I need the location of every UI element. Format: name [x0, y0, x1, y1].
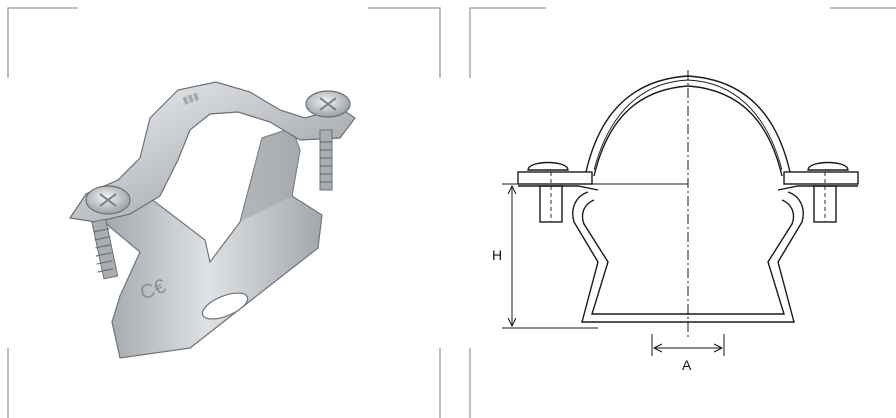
- frame-corner-top-left: [7, 7, 78, 78]
- clamp-upper-arch: [68, 81, 356, 223]
- width-dimension: [651, 334, 725, 356]
- left-screw: [85, 185, 131, 280]
- pipe-clamp-photo: C€ ▮▮▮: [7, 7, 441, 418]
- frame-corner-top-right: [368, 7, 441, 78]
- frame-corner-top-left: [469, 7, 546, 78]
- technical-drawing-panel: H A: [448, 0, 896, 418]
- pipe-clamp-technical-drawing: H A: [469, 7, 896, 418]
- mounting-slot: [201, 292, 249, 320]
- product-photo-panel: C€ ▮▮▮: [7, 7, 441, 418]
- arch-emboss: ▮▮▮: [181, 91, 200, 107]
- right-screw: [305, 90, 351, 191]
- dimension-label-a: A: [682, 357, 692, 373]
- height-dimension: [502, 183, 598, 329]
- dimension-label-h: H: [492, 247, 502, 263]
